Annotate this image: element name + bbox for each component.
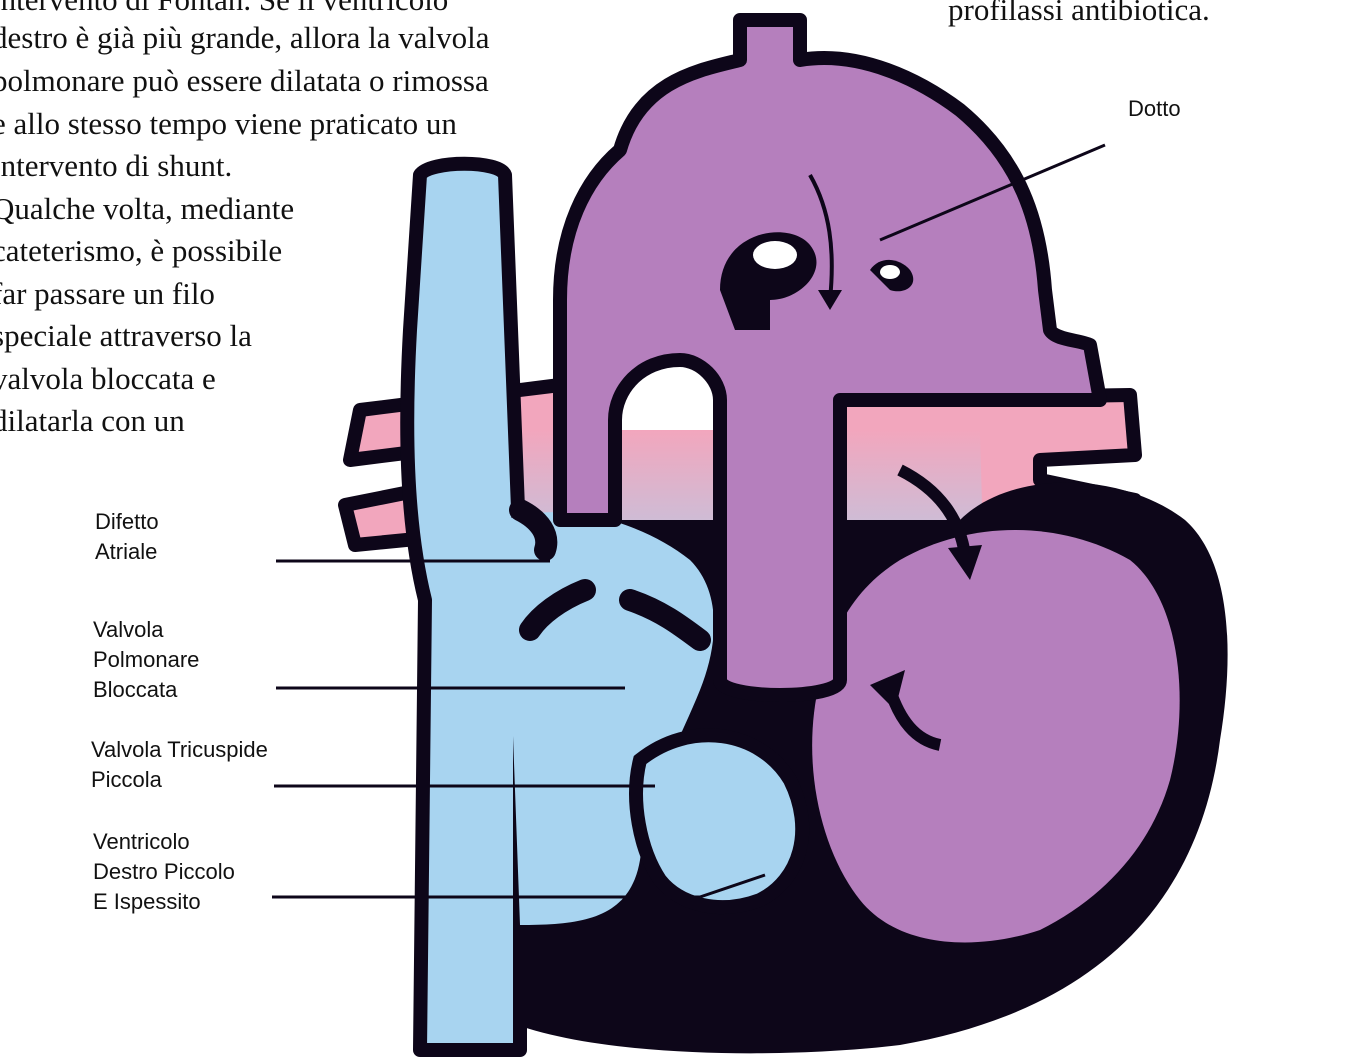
corner-text: profilassi antibiotica.: [948, 0, 1210, 28]
label-valvola-polmonare-line-3: Bloccata: [93, 675, 199, 705]
paragraph-line-6: Qualche volta, mediante: [0, 193, 294, 224]
label-valvola-polmonare-line-2: Polmonare: [93, 645, 199, 675]
label-valvola-polmonare: Valvola Polmonare Bloccata: [93, 615, 199, 705]
paragraph-line-3: polmonare può essere dilatata o rimossa: [0, 65, 489, 96]
ring-hole: [753, 241, 797, 269]
paragraph-line-9: speciale attraverso la: [0, 320, 252, 351]
label-valvola-polmonare-line-1: Valvola: [93, 615, 199, 645]
label-ventricolo-destro-line-1: Ventricolo: [93, 827, 235, 857]
paragraph-line-2: destro è già più grande, allora la valvo…: [0, 22, 490, 53]
label-ventricolo-destro-line-3: E Ispessito: [93, 887, 235, 917]
paragraph-line-4: e allo stesso tempo viene praticato un: [0, 108, 457, 139]
paragraph-line-1: intervento di Fontan. Se il ventricolo: [0, 0, 448, 15]
right-ventricle: [636, 735, 802, 907]
vena-cava: [407, 164, 520, 1050]
ductus-hole: [880, 265, 900, 279]
paragraph-line-5: intervento di shunt.: [0, 150, 232, 181]
paragraph-line-10: valvola bloccata e: [0, 363, 216, 394]
label-dotto: Dotto: [1128, 94, 1181, 124]
label-valvola-tricuspide-line-2: Piccola: [91, 765, 268, 795]
label-difetto-atriale: Difetto Atriale: [95, 507, 159, 567]
label-ventricolo-destro-line-2: Destro Piccolo: [93, 857, 235, 887]
paragraph-line-11: dilatarla con un: [0, 405, 185, 436]
label-difetto-atriale-line-1: Difetto: [95, 507, 159, 537]
label-valvola-tricuspide: Valvola Tricuspide Piccola: [91, 735, 268, 795]
paragraph-line-7: cateterismo, è possibile: [0, 235, 282, 266]
label-ventricolo-destro: Ventricolo Destro Piccolo E Ispessito: [93, 827, 235, 917]
paragraph-line-8: far passare un filo: [0, 278, 215, 309]
label-valvola-tricuspide-line-1: Valvola Tricuspide: [91, 735, 268, 765]
label-difetto-atriale-line-2: Atriale: [95, 537, 159, 567]
